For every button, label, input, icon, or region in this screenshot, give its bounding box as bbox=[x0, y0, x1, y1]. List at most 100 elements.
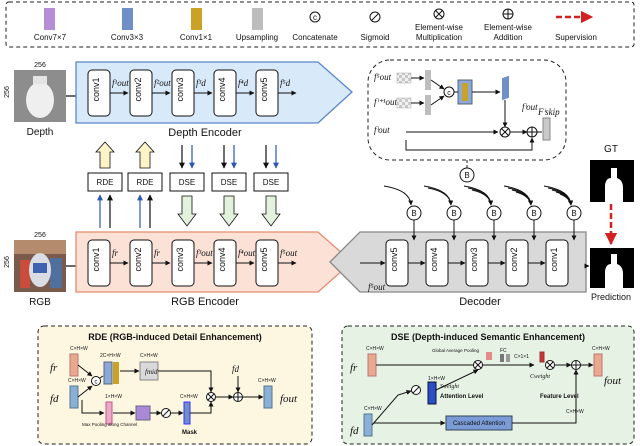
bubble-f5-label: f⁵out bbox=[374, 72, 392, 82]
depth-encoder-title: Depth Encoder bbox=[168, 127, 242, 139]
decoder-conv-label-3: conv3 bbox=[469, 247, 479, 271]
depth-feature-label-4: f⁴d bbox=[238, 78, 249, 88]
depth-size-side: 256 bbox=[4, 86, 11, 98]
legend-concatenate-symbol: c bbox=[313, 13, 317, 22]
module-label-1: RDE bbox=[97, 178, 114, 187]
rde-dim5: 1×H×W bbox=[105, 394, 122, 400]
prediction-label: Prediction bbox=[591, 292, 631, 302]
rde-panel: RDE (RGB-induced Detail Enhancement) fr … bbox=[37, 325, 313, 445]
module-label-3: DSE bbox=[179, 178, 195, 187]
bubble-fout-label: fⁱout bbox=[522, 102, 538, 112]
rgb-feature-label-5: f⁵out bbox=[280, 248, 298, 258]
bubble-upsample-2 bbox=[425, 95, 431, 115]
bubble-upsample-1 bbox=[425, 70, 431, 90]
legend-supervision-label: Supervision bbox=[555, 33, 597, 42]
rgb-conv-label-5: conv5 bbox=[259, 247, 269, 271]
rgb-conv-label-4: conv4 bbox=[217, 247, 227, 271]
depth-size-top: 256 bbox=[34, 62, 46, 69]
module-box-2 bbox=[127, 172, 163, 192]
rgb-size-top: 256 bbox=[34, 232, 46, 239]
depth-feature-label-5: f⁵d bbox=[280, 78, 291, 88]
depth-conv-label-5: conv5 bbox=[259, 77, 269, 101]
rde-dim1: C×H×W bbox=[70, 346, 88, 352]
decoder-conv-label-4: conv2 bbox=[509, 247, 519, 271]
rde-maxpool-label: Max Pooling along Channel bbox=[82, 422, 137, 427]
dse-dim4: C×1×1 bbox=[514, 354, 529, 360]
decoder-b-label-5: B bbox=[571, 209, 576, 218]
dse-dim6: C×H×W bbox=[566, 409, 584, 415]
dse-dim5: C×H×W bbox=[592, 346, 610, 352]
module-box-3 bbox=[169, 172, 205, 192]
dse-fd-label: fd bbox=[350, 425, 359, 437]
rde-fr-label: fr bbox=[50, 362, 58, 374]
decoder-b-label-3: B bbox=[491, 209, 496, 218]
legend-conv7-label: Conv7×7 bbox=[34, 33, 67, 42]
rde-concat-symbol: c bbox=[95, 380, 98, 386]
bubble-fi-label: fⁱout bbox=[374, 125, 390, 135]
depth-input: 256 256 Depth bbox=[4, 62, 87, 138]
legend-multiplication-label-2: Multiplication bbox=[416, 33, 462, 42]
legend: Conv7×7 Conv3×3 Conv1×1 Upsampling c Con… bbox=[5, 1, 635, 48]
decoder-input-feature: f⁵out bbox=[368, 282, 386, 292]
module-label-4: DSE bbox=[221, 178, 237, 187]
rgb-size-side: 256 bbox=[4, 256, 11, 268]
legend-conv3-label: Conv3×3 bbox=[111, 33, 144, 42]
legend-concatenate-label: Concatenate bbox=[292, 33, 338, 42]
bubble-fi1-label: fⁱ⁺¹out bbox=[374, 97, 398, 107]
module-box-4 bbox=[211, 172, 247, 192]
bubble-concat-symbol: c bbox=[447, 90, 451, 97]
depth-label: Depth bbox=[27, 127, 54, 138]
legend-conv1-swatch bbox=[191, 8, 202, 30]
rgb-conv-label-2: conv2 bbox=[133, 247, 143, 271]
depth-conv-label-4: conv4 bbox=[217, 77, 227, 101]
decoder-conv-label-5: conv1 bbox=[549, 247, 559, 271]
dse-fout-label: fout bbox=[604, 375, 622, 387]
rgb-feature-label-4: f⁴out bbox=[238, 248, 256, 258]
rde-fd-top-label: fd bbox=[232, 364, 240, 374]
decoder-b-label-4: B bbox=[531, 209, 536, 218]
dse-dim3: 1×H×W bbox=[428, 376, 445, 382]
decoder-b-label-2: B bbox=[451, 209, 456, 218]
rde-fd-label: fd bbox=[50, 393, 59, 405]
legend-upsampling-label: Upsampling bbox=[236, 33, 278, 42]
dse-fc-label: FC bbox=[500, 348, 507, 354]
legend-concatenate-icon bbox=[309, 11, 321, 23]
dse-panel: DSE (Depth-induced Semantic Enhancement)… bbox=[341, 325, 635, 445]
depth-conv-label-3: conv3 bbox=[175, 77, 185, 101]
dse-dim1: C×H×W bbox=[366, 346, 384, 352]
module-label-2: RDE bbox=[137, 178, 154, 187]
module-box-5 bbox=[253, 172, 289, 192]
legend-sigmoid-label: Sigmoid bbox=[361, 33, 390, 42]
decoder-title: Decoder bbox=[459, 296, 501, 308]
dse-weight2-label: Cweight bbox=[530, 374, 550, 380]
rde-dim3: 2C×H×W bbox=[100, 353, 121, 359]
depth-conv-label-2: conv2 bbox=[133, 77, 143, 101]
legend-addition-label-1: Element-wise bbox=[484, 23, 533, 32]
module-label-5: DSE bbox=[263, 178, 279, 187]
depth-conv-label-1: conv1 bbox=[91, 77, 101, 101]
rgb-label: RGB bbox=[29, 297, 51, 308]
legend-addition-label-2: Addition bbox=[494, 33, 523, 42]
dse-weight1-label: Sweight bbox=[440, 384, 459, 390]
rgb-encoder-title: RGB Encoder bbox=[171, 296, 239, 308]
rde-title: RDE (RGB-induced Detail Enhancement) bbox=[88, 332, 262, 342]
decoder-b-label-1: B bbox=[411, 209, 416, 218]
legend-multiplication-label-1: Element-wise bbox=[415, 23, 464, 32]
gt-label: GT bbox=[604, 144, 618, 155]
b-module-detail: f⁵out fⁱ⁺¹out fⁱout c fⁱout Fⁱskip bbox=[367, 59, 567, 168]
rde-mid-feature: fmid bbox=[145, 368, 158, 376]
rde-dim4: C×H×W bbox=[140, 353, 158, 359]
rde-dim6: C×H×W bbox=[180, 394, 198, 400]
rgb-feature-label-2: fr bbox=[154, 248, 161, 258]
depth-feature-label-2: f²out bbox=[154, 78, 171, 88]
dse-cascaded-label: Cascaded Attention bbox=[453, 421, 505, 427]
depth-feature-label-3: f³d bbox=[196, 78, 206, 88]
bubble-skip-label: Fⁱskip bbox=[537, 107, 560, 117]
legend-conv1-label: Conv1×1 bbox=[180, 33, 213, 42]
rgb-feature-label-3: f³out bbox=[196, 248, 213, 258]
b-module-top-label: B bbox=[464, 171, 469, 180]
legend-upsampling-swatch bbox=[252, 8, 263, 30]
